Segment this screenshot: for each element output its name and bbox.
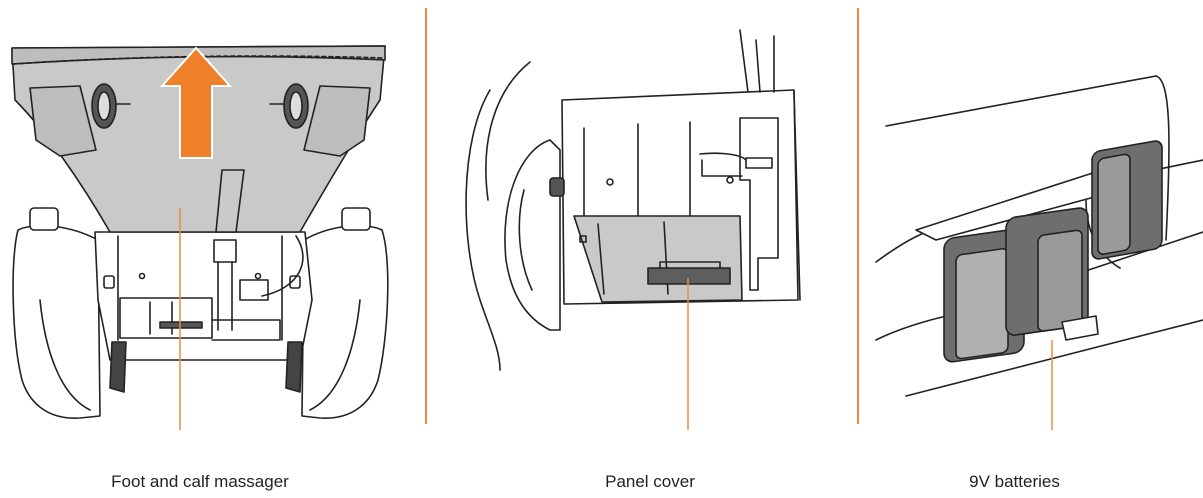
caption-panel-cover: Panel cover	[605, 472, 695, 491]
panel-9v-batteries: 9V batteries	[866, 0, 1203, 498]
caption-foot-calf-massager: Foot and calf massager	[111, 472, 289, 491]
caption-9v-batteries: 9V batteries	[969, 472, 1060, 491]
divider-2	[857, 8, 859, 424]
lift-arrow-icon	[159, 46, 233, 159]
foot-calf-massager-illustration	[11, 45, 389, 430]
panel-cover-illustration	[465, 29, 801, 430]
panel-panel-cover: Panel cover	[440, 0, 860, 498]
panel-foot-calf-massager: Foot and calf massager	[0, 0, 400, 498]
divider-1	[425, 8, 427, 424]
batteries-illustration	[875, 75, 1203, 430]
